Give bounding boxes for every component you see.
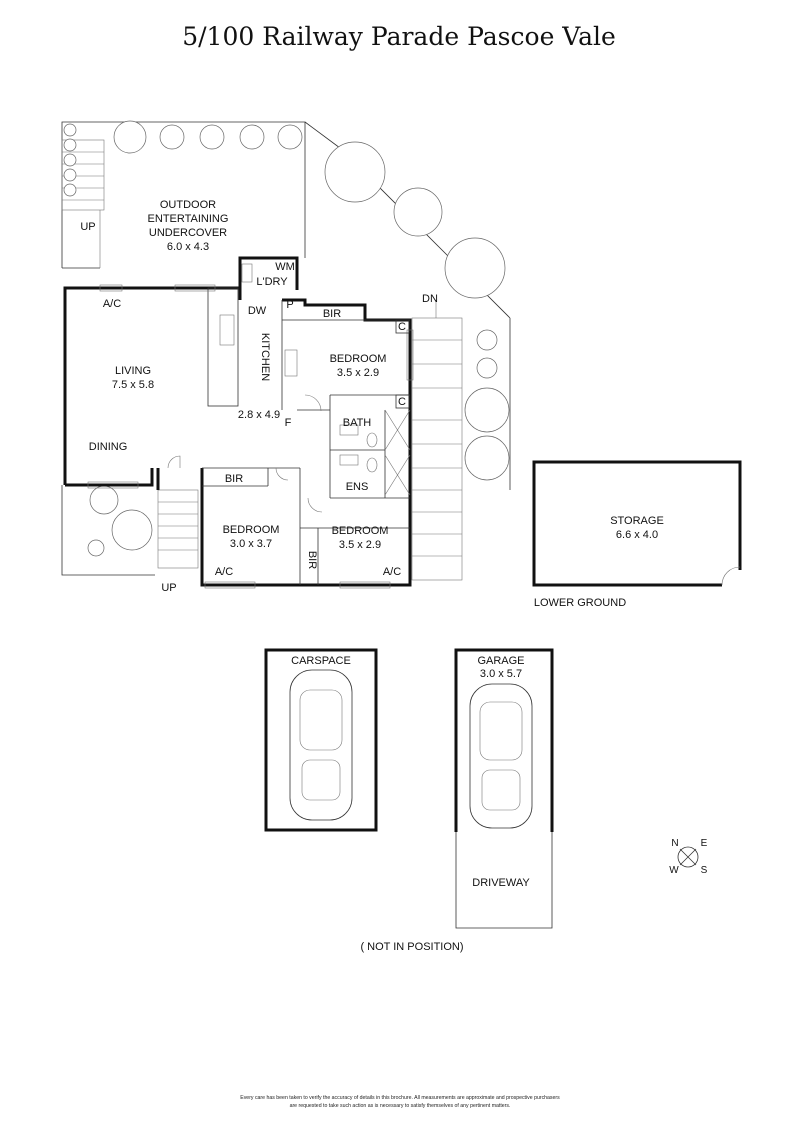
not-in-position-note: ( NOT IN POSITION) — [360, 941, 463, 953]
compass-south: S — [701, 865, 708, 876]
carspace: CARSPACE — [264, 648, 378, 832]
outdoor-area-outline — [61, 121, 511, 581]
stairs-up-label-top: UP — [80, 221, 95, 233]
stairs-down-label: DN — [422, 293, 438, 305]
ac-label-bedroom3: A/C — [383, 566, 401, 578]
property-address-title: 5/100 Railway Parade Pascoe Vale — [182, 22, 616, 51]
compass-west: W — [669, 865, 679, 876]
kitchen-label: KITCHEN — [259, 333, 271, 381]
garage-label: GARAGE — [477, 655, 524, 667]
outdoor-entertaining-label: OUTDOOR ENTERTAINING UNDERCOVER 6.0 x 4.… — [148, 199, 229, 253]
outdoor-name-line1: OUTDOOR — [160, 199, 216, 211]
landscaping-trees — [63, 120, 510, 557]
outdoor-dims: 6.0 x 4.3 — [167, 241, 209, 253]
living-dims: 7.5 x 5.8 — [112, 379, 154, 391]
bedroom1-label: BEDROOM — [330, 353, 387, 365]
ac-label-bedroom2: A/C — [215, 566, 233, 578]
laundry-label: L'DRY — [256, 276, 288, 288]
storage-room: STORAGE 6.6 x 4.0 — [532, 460, 742, 587]
bedroom2-label: BEDROOM — [223, 524, 280, 536]
cupboard-label-1: C — [398, 321, 406, 333]
bedroom3-dims: 3.5 x 2.9 — [339, 539, 381, 551]
stairs-up-label-bottom: UP — [161, 582, 176, 594]
compass-icon: N E S W — [669, 838, 707, 876]
bath-label: BATH — [343, 417, 372, 429]
compass-north: N — [671, 838, 678, 849]
dining-label: DINING — [89, 441, 128, 453]
garage: GARAGE 3.0 x 5.7 — [454, 648, 554, 832]
driveway-label: DRIVEWAY — [472, 877, 530, 889]
ac-label-living: A/C — [103, 298, 121, 310]
wm-label: WM — [275, 261, 295, 273]
storage-dims: 6.6 x 4.0 — [616, 529, 658, 541]
bedroom2-dims: 3.0 x 3.7 — [230, 538, 272, 550]
storage-label: STORAGE — [610, 515, 664, 527]
fridge-label: F — [285, 417, 292, 429]
lower-ground-label: LOWER GROUND — [534, 597, 626, 609]
compass-east: E — [701, 838, 708, 849]
bir-label-middle: BIR — [225, 473, 243, 485]
bedroom3-label: BEDROOM — [332, 525, 389, 537]
outdoor-name-line2: ENTERTAINING — [148, 213, 229, 225]
dwelling-walls — [63, 256, 414, 589]
living-label: LIVING — [115, 365, 151, 377]
outdoor-name-line3: UNDERCOVER — [149, 227, 227, 239]
cupboard-label-2: C — [398, 396, 406, 408]
kitchen-dims: 2.8 x 4.9 — [238, 409, 280, 421]
car-icon-carspace — [289, 669, 353, 821]
pantry-label: P — [286, 299, 293, 311]
bir-label-top: BIR — [323, 308, 341, 320]
disclaimer-line1: Every care has been taken to verify the … — [240, 1095, 560, 1101]
disclaimer-line2: are requested to take such action as is … — [290, 1103, 511, 1109]
carspace-label: CARSPACE — [291, 655, 351, 667]
car-icon-garage — [469, 683, 533, 829]
dw-label: DW — [248, 305, 267, 317]
ensuite-label: ENS — [346, 481, 369, 493]
driveway: DRIVEWAY — [455, 832, 553, 929]
bedroom1-dims: 3.5 x 2.9 — [337, 367, 379, 379]
bir-label-vertical: BIR — [306, 551, 318, 569]
garage-dims: 3.0 x 5.7 — [480, 668, 522, 680]
